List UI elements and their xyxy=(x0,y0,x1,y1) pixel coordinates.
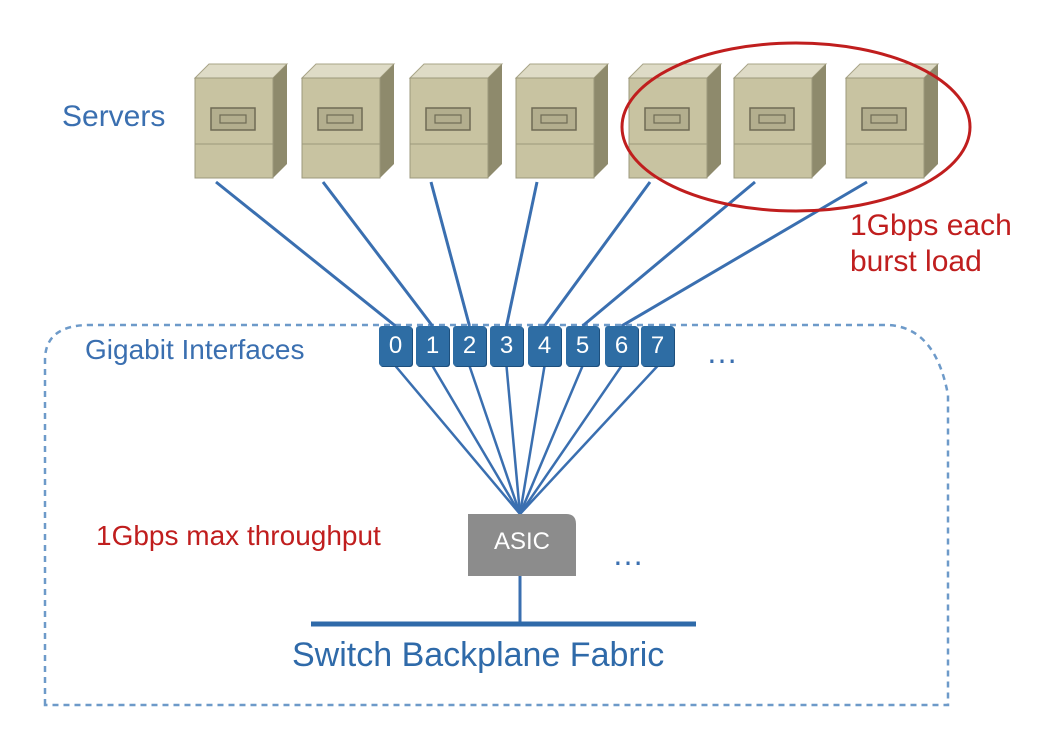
server-link-6 xyxy=(620,180,868,328)
more-ports-ellipsis: … xyxy=(706,334,742,370)
server-icon xyxy=(844,63,940,179)
port-asic-link-5 xyxy=(518,365,584,515)
server-row xyxy=(193,63,940,179)
port-7: 7 xyxy=(641,326,674,366)
port-asic-link-6 xyxy=(518,365,623,515)
server-icon xyxy=(408,63,504,179)
burst-label-line1: 1Gbps each xyxy=(850,209,1012,242)
burst-load-label: 1Gbps each burst load xyxy=(850,208,1012,280)
switch-backplane-label: Switch Backplane Fabric xyxy=(292,636,665,674)
port-1: 1 xyxy=(416,326,449,366)
server-icon xyxy=(732,63,828,179)
port-asic-link-2 xyxy=(468,365,522,515)
port-4: 4 xyxy=(528,326,561,366)
port-5: 5 xyxy=(566,326,599,366)
port-3: 3 xyxy=(490,326,523,366)
port-asic-link-7 xyxy=(519,365,659,515)
servers-label: Servers xyxy=(62,100,166,133)
server-icon xyxy=(300,63,396,179)
port-asic-link-4 xyxy=(518,365,546,515)
asic-fan-lines xyxy=(394,365,659,515)
server-link-2 xyxy=(429,181,471,327)
gigabit-interfaces-label: Gigabit Interfaces xyxy=(85,334,305,365)
port-asic-link-0 xyxy=(394,365,521,515)
max-throughput-label: 1Gbps max throughput xyxy=(96,520,381,551)
server-link-3 xyxy=(505,181,539,327)
port-6: 6 xyxy=(605,326,638,366)
server-link-1 xyxy=(321,181,434,327)
port-2: 2 xyxy=(453,326,486,366)
asic-label: ASIC xyxy=(493,528,550,555)
port-0: 0 xyxy=(379,326,412,366)
more-asics-ellipsis: … xyxy=(612,536,648,572)
asic-chip xyxy=(468,514,576,576)
server-link-5 xyxy=(581,180,756,328)
server-icon xyxy=(514,63,610,179)
server-link-0 xyxy=(215,180,397,328)
server-icon xyxy=(627,63,723,179)
server-link-4 xyxy=(543,181,652,327)
switch-boundary xyxy=(43,323,950,707)
server-links xyxy=(215,180,868,328)
port-asic-link-3 xyxy=(505,365,522,515)
server-icon xyxy=(193,63,289,179)
port-asic-link-1 xyxy=(431,365,522,515)
burst-highlight-ellipse xyxy=(620,41,972,213)
burst-label-line2: burst load xyxy=(850,245,982,278)
